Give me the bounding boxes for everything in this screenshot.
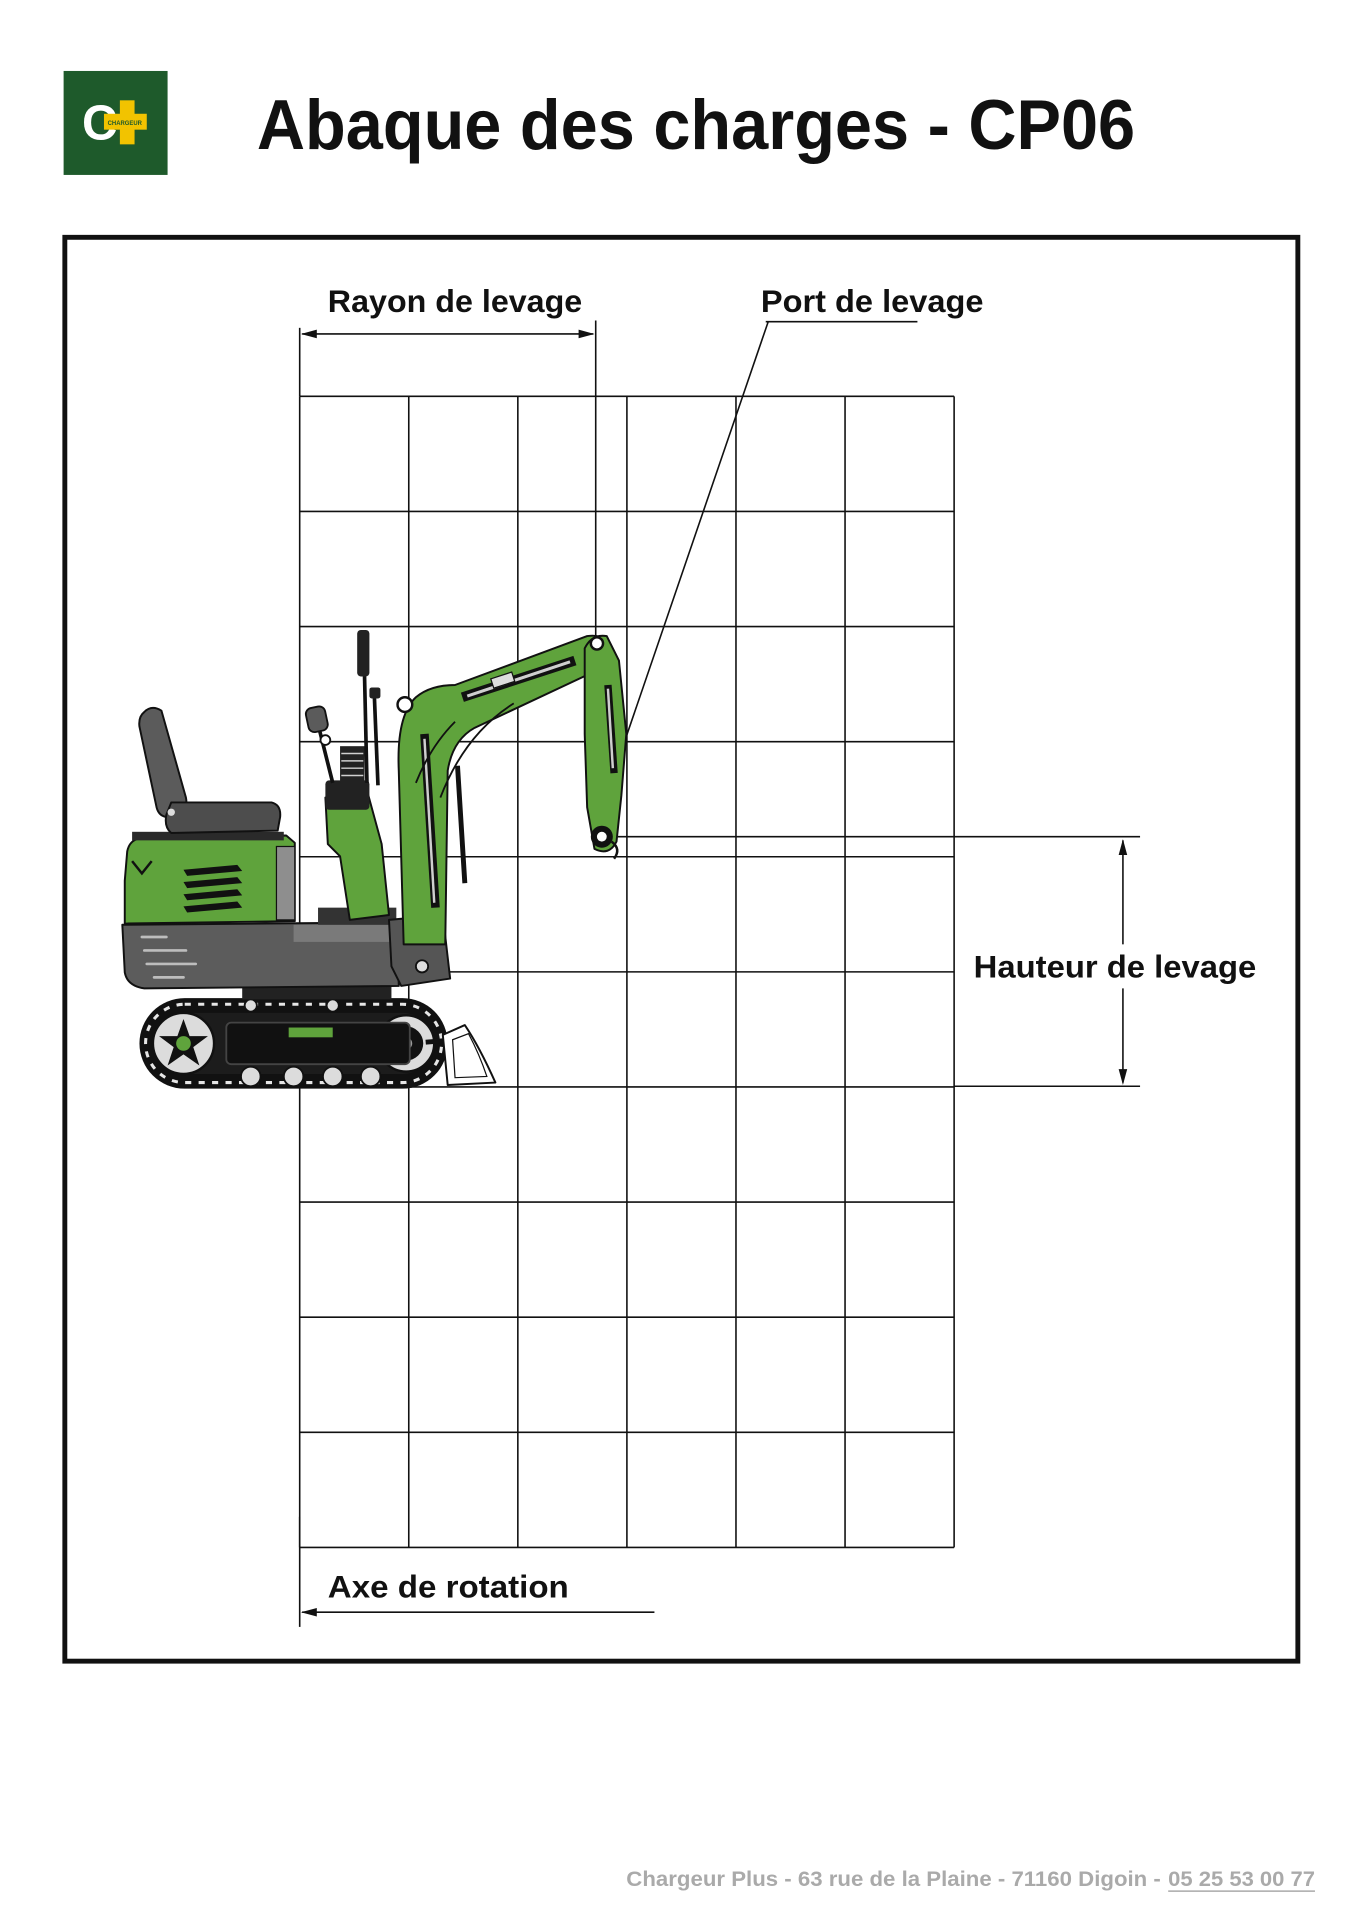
dipper-arm (583, 634, 628, 860)
brand-logo: C CHARGEUR (63, 70, 168, 175)
turntable (242, 984, 392, 1000)
boom-cylinder (420, 733, 468, 908)
drive-sprocket (151, 1011, 216, 1076)
bucket-pin (590, 825, 619, 860)
track-frame-plate (288, 1027, 333, 1038)
plus-horizontal-bar (103, 113, 147, 130)
header: C CHARGEUR Abaque des charges - CP06 (63, 70, 1135, 175)
arm-cylinder (460, 655, 577, 702)
track-frame (225, 1021, 411, 1066)
radius-arrow-left-icon (300, 329, 317, 339)
footer-phone-link[interactable]: 05 25 53 00 77 (1168, 1868, 1315, 1891)
operator-seat (132, 706, 284, 841)
mini-excavator-icon (121, 629, 628, 1089)
engine-cover (123, 834, 296, 925)
page-title: Abaque des charges - CP06 (257, 86, 1135, 165)
rotation-axis-label: Axe de rotation (328, 1569, 569, 1605)
rotation-axis-annotation: Axe de rotation (298, 1516, 655, 1627)
control-tower (304, 629, 397, 925)
logo-wordmark: CHARGEUR (108, 120, 142, 127)
lifting-point-label: Port de levage (761, 283, 984, 319)
arm-pivot-pin (589, 636, 605, 651)
crawler-track (139, 998, 448, 1089)
rotation-axis-arrow-left-icon (300, 1607, 317, 1617)
lifting-point-leader-line (624, 321, 769, 741)
plus-icon (103, 100, 147, 145)
dozer-blade (425, 1024, 497, 1086)
height-arrow-up-icon (1118, 839, 1128, 856)
boom-pivot-pin (396, 696, 414, 714)
lifting-height-annotation: Hauteur de levage (617, 835, 1257, 1088)
boom (396, 634, 611, 946)
control-box (325, 780, 370, 810)
bucket-cylinder (604, 684, 618, 774)
lifting-point-annotation: Port de levage (624, 283, 984, 741)
control-bellows (340, 746, 365, 783)
engine-vent (183, 864, 243, 913)
footer-address: Chargeur Plus - 63 rue de la Plaine - 71… (626, 1868, 1161, 1891)
hydraulic-hoses (415, 702, 515, 798)
track-rollers (240, 998, 382, 1088)
lifting-height-label: Hauteur de levage (974, 948, 1257, 984)
lifting-radius-annotation: Rayon de levage (298, 283, 597, 639)
footer: Chargeur Plus - 63 rue de la Plaine - 71… (626, 1868, 1315, 1892)
joystick-icon (304, 705, 335, 784)
height-arrow-down-icon (1118, 1069, 1128, 1086)
counterweight (121, 921, 400, 990)
chart-frame (62, 234, 1301, 1664)
lifting-radius-label: Rayon de levage (328, 283, 582, 319)
travel-lever-icon (357, 629, 381, 786)
radius-arrow-right-icon (578, 329, 595, 339)
